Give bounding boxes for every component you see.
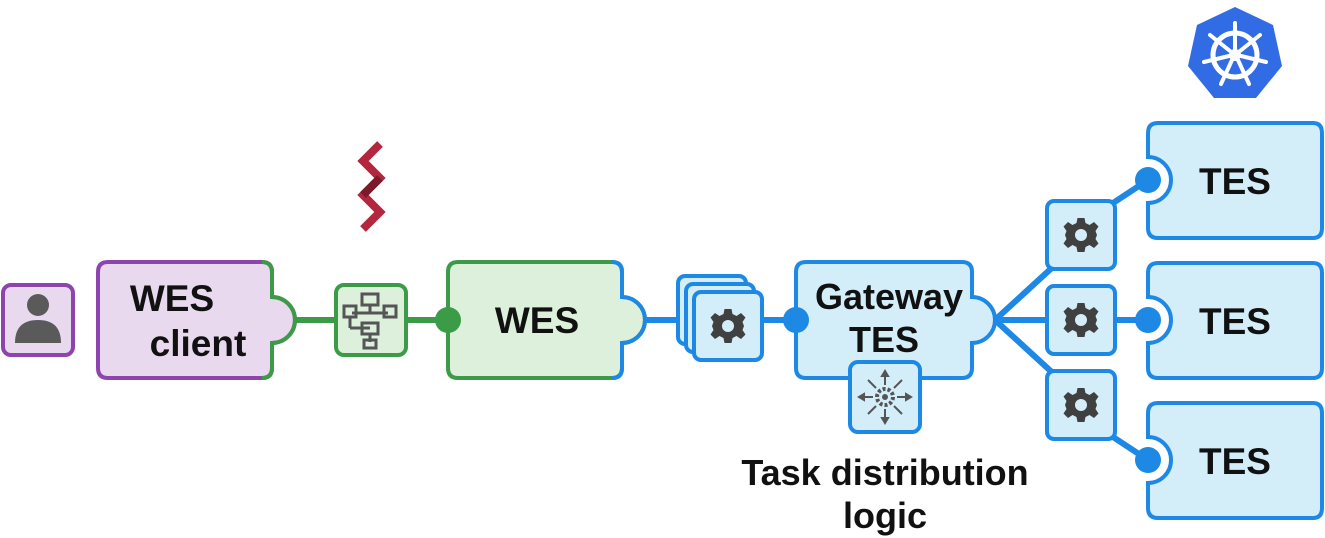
task-distribution-label-line1: Task distribution bbox=[741, 452, 1028, 493]
wes-node: WES bbox=[435, 260, 647, 380]
wes-client-node: WES client bbox=[96, 260, 297, 380]
gateway-input-port bbox=[783, 307, 809, 333]
gateway-tes-node: Gateway TES bbox=[783, 260, 997, 380]
tes-top-label: TES bbox=[1199, 161, 1271, 202]
gear-card-top bbox=[1045, 199, 1117, 271]
distribution-icon bbox=[848, 360, 922, 434]
tes-top-port bbox=[1135, 167, 1161, 193]
tes-node-middle: TES bbox=[1135, 261, 1324, 380]
task-distribution-label-line2: logic bbox=[843, 495, 927, 536]
wes-input-port bbox=[435, 307, 461, 333]
gear-icon bbox=[1063, 218, 1099, 252]
gear-icon bbox=[710, 309, 746, 343]
gateway-tes-label-line2: TES bbox=[849, 319, 919, 360]
workflow-icon bbox=[334, 283, 408, 357]
wes-client-label-line1: WES bbox=[130, 278, 214, 319]
zigzag-icon bbox=[357, 141, 386, 232]
gear-icon bbox=[1063, 303, 1099, 337]
gear-card-middle bbox=[1045, 284, 1117, 356]
gear-card-bottom bbox=[1045, 369, 1117, 441]
link-gateway-to-tes-top bbox=[992, 262, 1058, 323]
tes-node-top: TES bbox=[1135, 121, 1324, 240]
tes-bottom-port bbox=[1135, 447, 1161, 473]
wes-label: WES bbox=[495, 300, 579, 341]
gear-stack-icon bbox=[676, 274, 764, 362]
tes-node-bottom: TES bbox=[1135, 401, 1324, 520]
tes-middle-port bbox=[1135, 307, 1161, 333]
wes-client-label-line2: client bbox=[150, 323, 247, 364]
tes-middle-label: TES bbox=[1199, 301, 1271, 342]
user-icon bbox=[1, 283, 75, 357]
gear-icon bbox=[1063, 388, 1099, 422]
gateway-tes-label-line1: Gateway bbox=[815, 276, 963, 317]
link-gateway-to-tes-bottom bbox=[992, 317, 1058, 378]
kubernetes-icon bbox=[1188, 7, 1282, 98]
tes-bottom-label: TES bbox=[1199, 441, 1271, 482]
